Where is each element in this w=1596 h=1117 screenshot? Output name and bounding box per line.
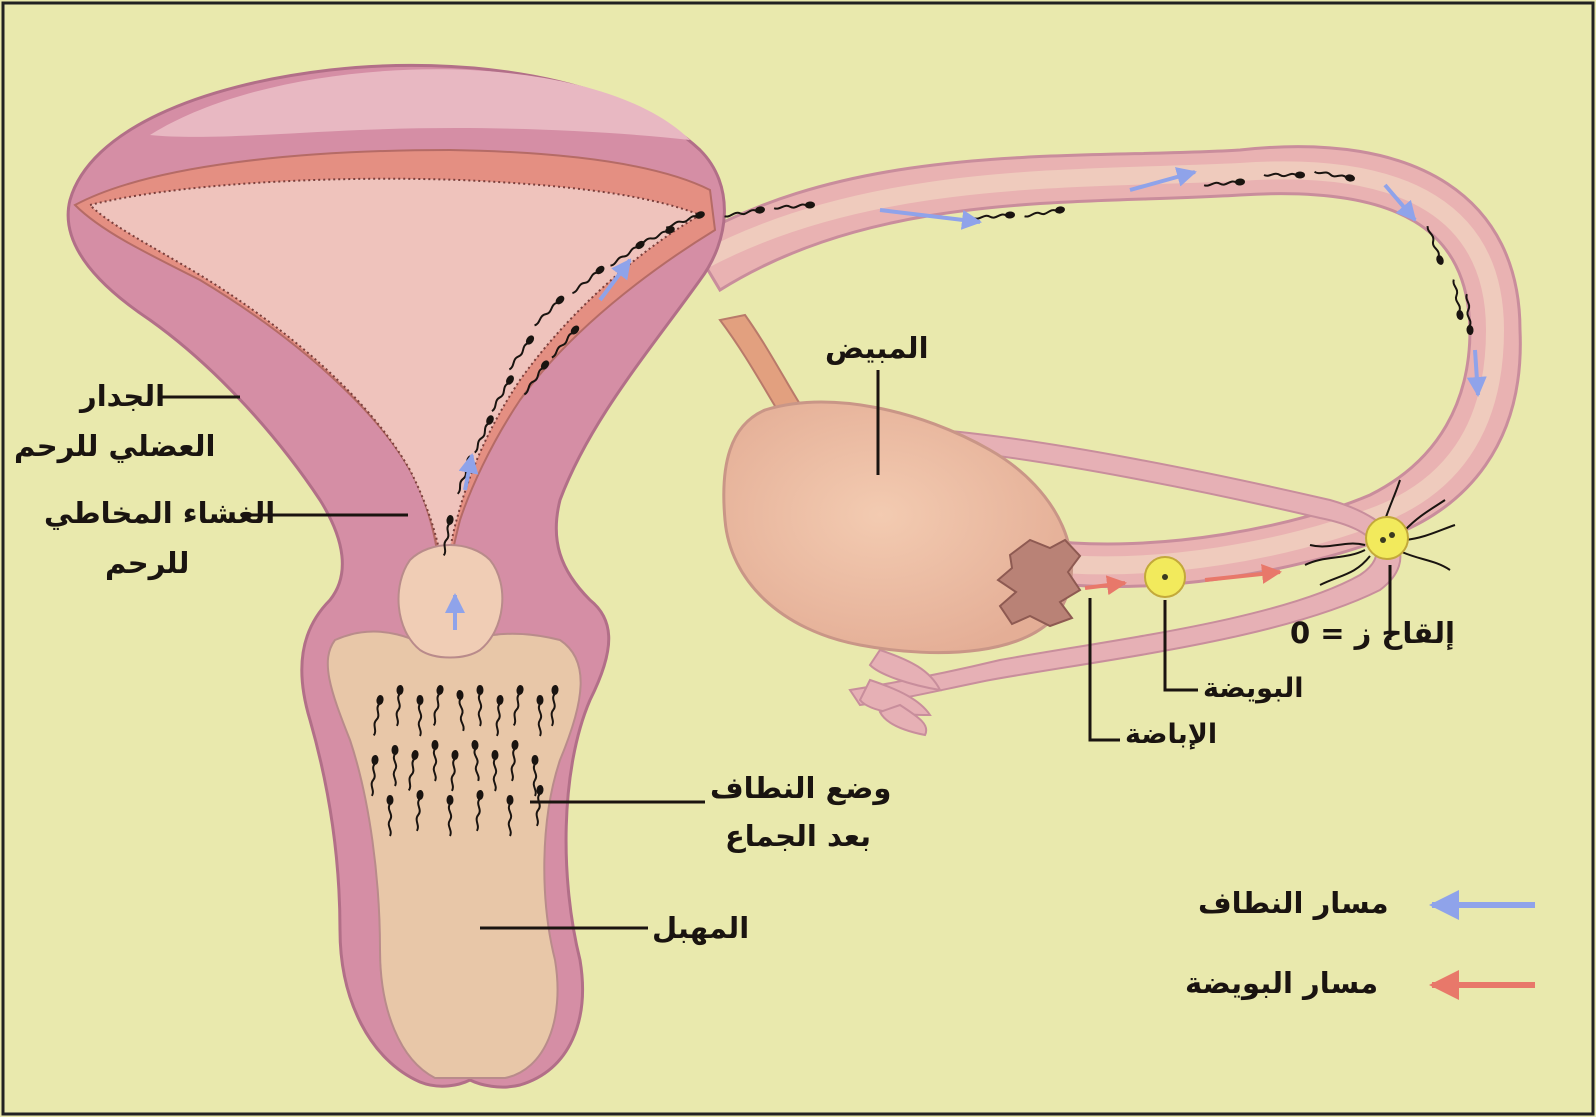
vagina-label: المهبل — [652, 910, 749, 946]
sperm-cell — [974, 212, 1014, 220]
cervix — [399, 545, 503, 658]
ovum — [1145, 557, 1185, 597]
legend-ovum-path: مسار البويضة — [1185, 965, 1378, 1001]
sperm-deposit-label-line2: بعد الجماع — [725, 818, 871, 854]
ovum-label: البويضة — [1203, 672, 1303, 706]
sperm-cell — [1451, 279, 1463, 319]
legend-sperm-path: مسار النطاف — [1198, 885, 1389, 921]
mucosa-label-line1: الغشاء المخاطي — [44, 495, 275, 531]
mucosa-label-line2: للرحم — [105, 545, 189, 581]
fertilization-label: إلقاح ز = 0 — [1290, 615, 1455, 651]
ovulation-label: الإباضة — [1125, 718, 1217, 752]
ovary-label: المبيض — [825, 330, 929, 366]
legend-arrows — [1432, 905, 1535, 985]
muscular-wall-label-line1: الجدار — [80, 378, 165, 414]
muscular-wall-label-line2: العضلي للرحم — [14, 428, 215, 464]
sperm-deposit-label-line1: وضع النطاف — [710, 770, 891, 806]
sperm-cell — [1024, 207, 1064, 219]
